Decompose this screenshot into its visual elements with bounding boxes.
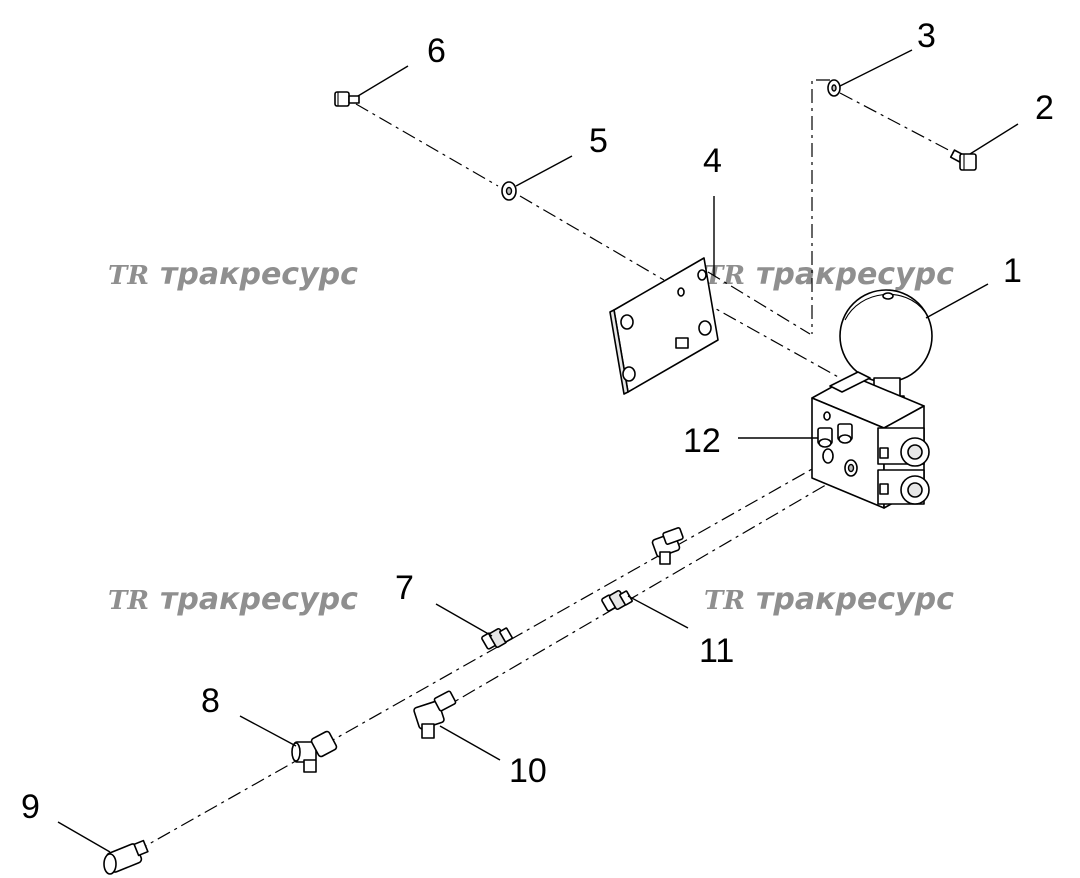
part-9-plug: [103, 839, 149, 875]
watermark-logo: TR: [704, 586, 745, 616]
callout-10: 10: [509, 752, 547, 790]
watermark-top-right: TR тракресурс: [704, 257, 954, 292]
watermark-text: тракресурс: [756, 257, 954, 292]
watermark-logo: TR: [108, 586, 149, 616]
part-10-elbow: [413, 690, 457, 739]
callout-numbers: 1 2 3 4 5 6 7 8 9 10 11 12: [21, 17, 1054, 826]
part-7-fitting: [481, 627, 513, 650]
assembly-axes: [141, 79, 959, 849]
callout-11: 11: [699, 632, 734, 670]
callout-9: 9: [21, 788, 40, 826]
callout-7: 7: [395, 569, 414, 607]
part-12-fittings: [817, 423, 853, 448]
part-4-mounting-plate: [609, 257, 719, 395]
callout-6: 6: [427, 32, 446, 70]
elbow-fitting-upper: [651, 527, 684, 565]
watermark-top-left: TR тракресурс: [108, 257, 358, 292]
watermark-logo: TR: [704, 261, 745, 291]
part-2-bolt: [949, 149, 977, 171]
watermark-text: тракресурс: [160, 582, 358, 617]
part-8-tee: [291, 730, 338, 773]
callout-1: 1: [1003, 252, 1022, 290]
part-1-valve-block: [811, 289, 933, 509]
part-6-bolt: [334, 91, 360, 107]
callout-8: 8: [201, 682, 220, 720]
watermark-text: тракресурс: [756, 582, 954, 617]
callout-2: 2: [1035, 89, 1054, 127]
callout-4: 4: [703, 142, 722, 180]
watermark-text: тракресурс: [160, 257, 358, 292]
callout-3: 3: [917, 17, 936, 55]
part-3-washer: [827, 79, 841, 97]
callout-12: 12: [683, 422, 721, 460]
part-5-washer: [501, 181, 517, 201]
watermark-bottom-left: TR тракресурс: [108, 582, 358, 617]
callout-5: 5: [589, 122, 608, 160]
part-11-fitting: [601, 590, 633, 612]
leader-lines: [57, 49, 1019, 853]
watermark-logo: TR: [108, 261, 149, 291]
watermark-bottom-right: TR тракресурс: [704, 582, 954, 617]
